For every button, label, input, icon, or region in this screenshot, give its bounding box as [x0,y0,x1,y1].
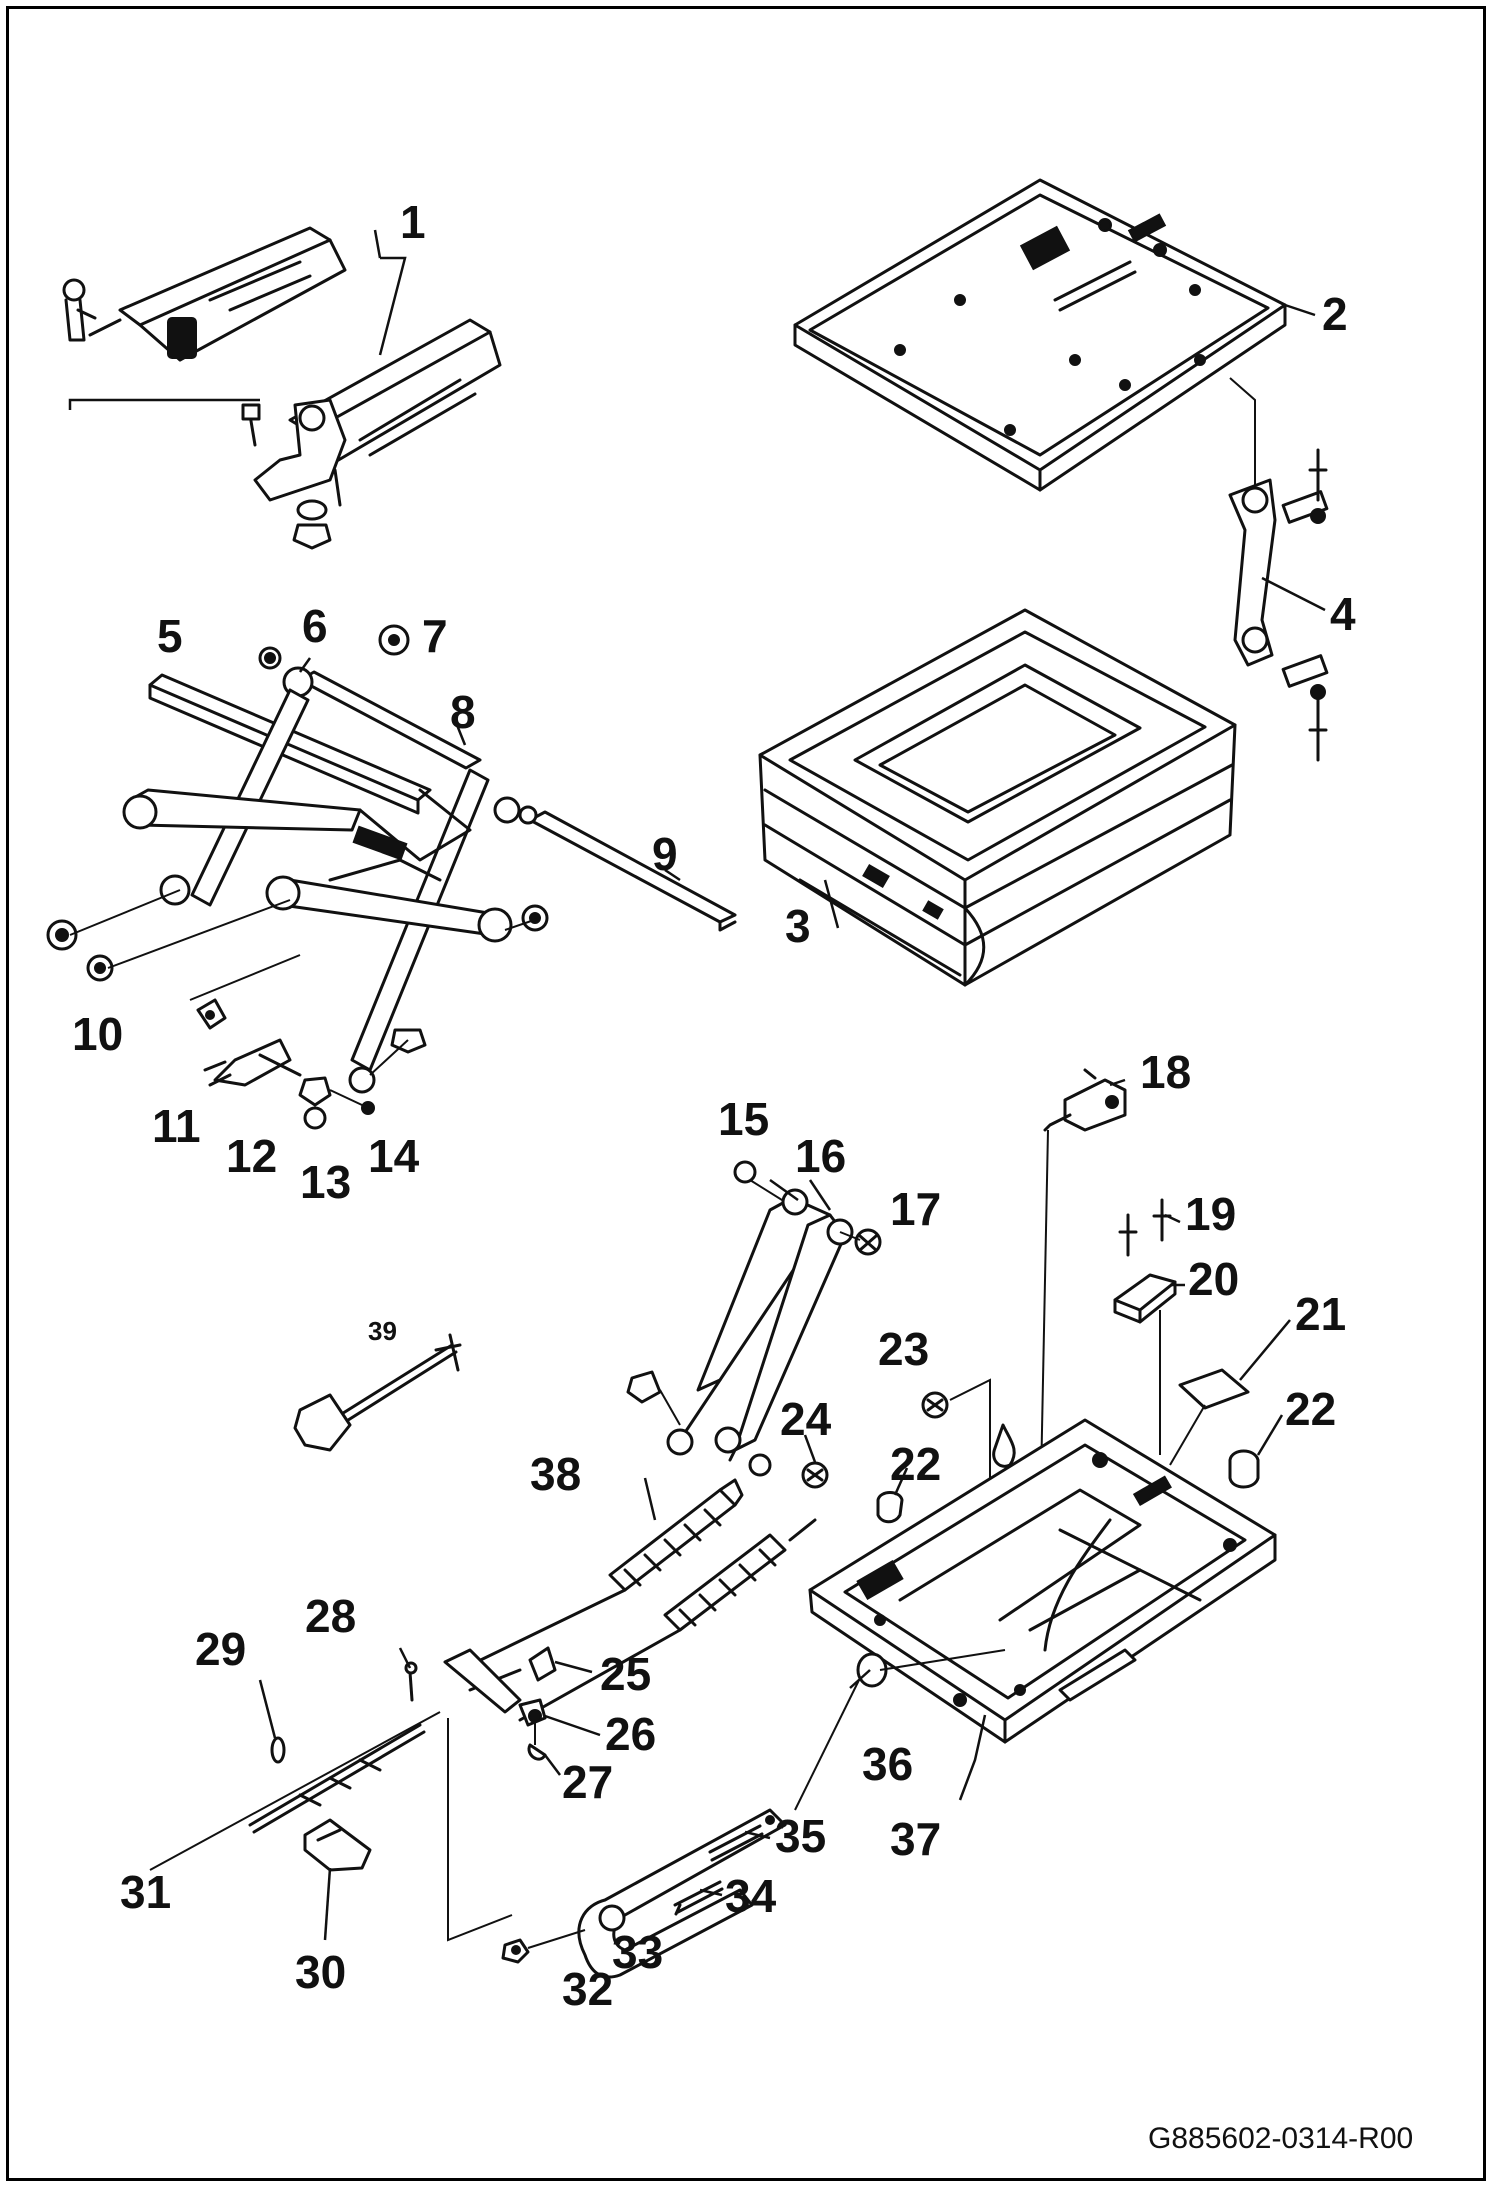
callout-28: 28 [305,1590,356,1642]
callout-19: 19 [1185,1188,1236,1240]
callout-13: 13 [300,1156,351,1208]
callout-32: 32 [562,1963,613,2015]
drawing-id: G885602-0314-R00 [1148,2122,1413,2155]
base-frame [808,1418,1277,1801]
scissor-frame-assembly [46,624,737,1130]
callout-3: 3 [785,900,811,952]
callout-12: 12 [226,1130,277,1182]
callout-37: 37 [890,1813,941,1865]
callout-14: 14 [368,1130,420,1182]
callout-labels: 1 2 3 4 5 6 7 8 9 10 11 12 13 14 15 16 1… [72,196,1356,2015]
callout-2: 2 [1322,288,1348,340]
callout-22-right: 22 [1285,1383,1336,1435]
callout-35: 35 [775,1810,826,1862]
callout-10: 10 [72,1008,123,1060]
drawing-frame [6,6,1486,2181]
callout-38: 38 [530,1448,581,1500]
callout-6: 6 [302,600,328,652]
callout-31: 31 [120,1866,171,1918]
shock-absorber-pair [626,1160,882,1477]
callout-4: 4 [1330,588,1356,640]
callout-25: 25 [600,1648,651,1700]
callout-29: 29 [195,1623,246,1675]
bellows-cover [758,608,1237,987]
callout-20: 20 [1188,1253,1239,1305]
callout-18: 18 [1140,1046,1191,1098]
callout-34: 34 [725,1870,777,1922]
seat-top-plate [793,178,1316,492]
lever-assembly [501,1649,1006,1979]
callout-9: 9 [652,828,678,880]
callout-30: 30 [295,1946,346,1998]
callout-15: 15 [718,1093,769,1145]
callout-22-left: 22 [890,1438,941,1490]
callout-1: 1 [400,196,426,248]
callout-8: 8 [450,686,476,738]
callout-36: 36 [862,1738,913,1790]
callout-23: 23 [878,1323,929,1375]
side-link-assembly [1228,377,1329,762]
callout-21: 21 [1295,1288,1346,1340]
callout-11: 11 [152,1100,201,1152]
callout-5: 5 [157,610,183,662]
spring-rod-assembly [149,1461,829,1942]
callout-26: 26 [605,1708,656,1760]
callout-16: 16 [795,1130,846,1182]
slide-rail-assembly [62,226,502,550]
callout-7: 7 [422,610,448,662]
callout-27: 27 [562,1756,613,1808]
callout-39: 39 [368,1316,397,1346]
long-bolt [293,1333,462,1452]
callout-33: 33 [612,1926,663,1978]
callout-17: 17 [890,1183,941,1235]
